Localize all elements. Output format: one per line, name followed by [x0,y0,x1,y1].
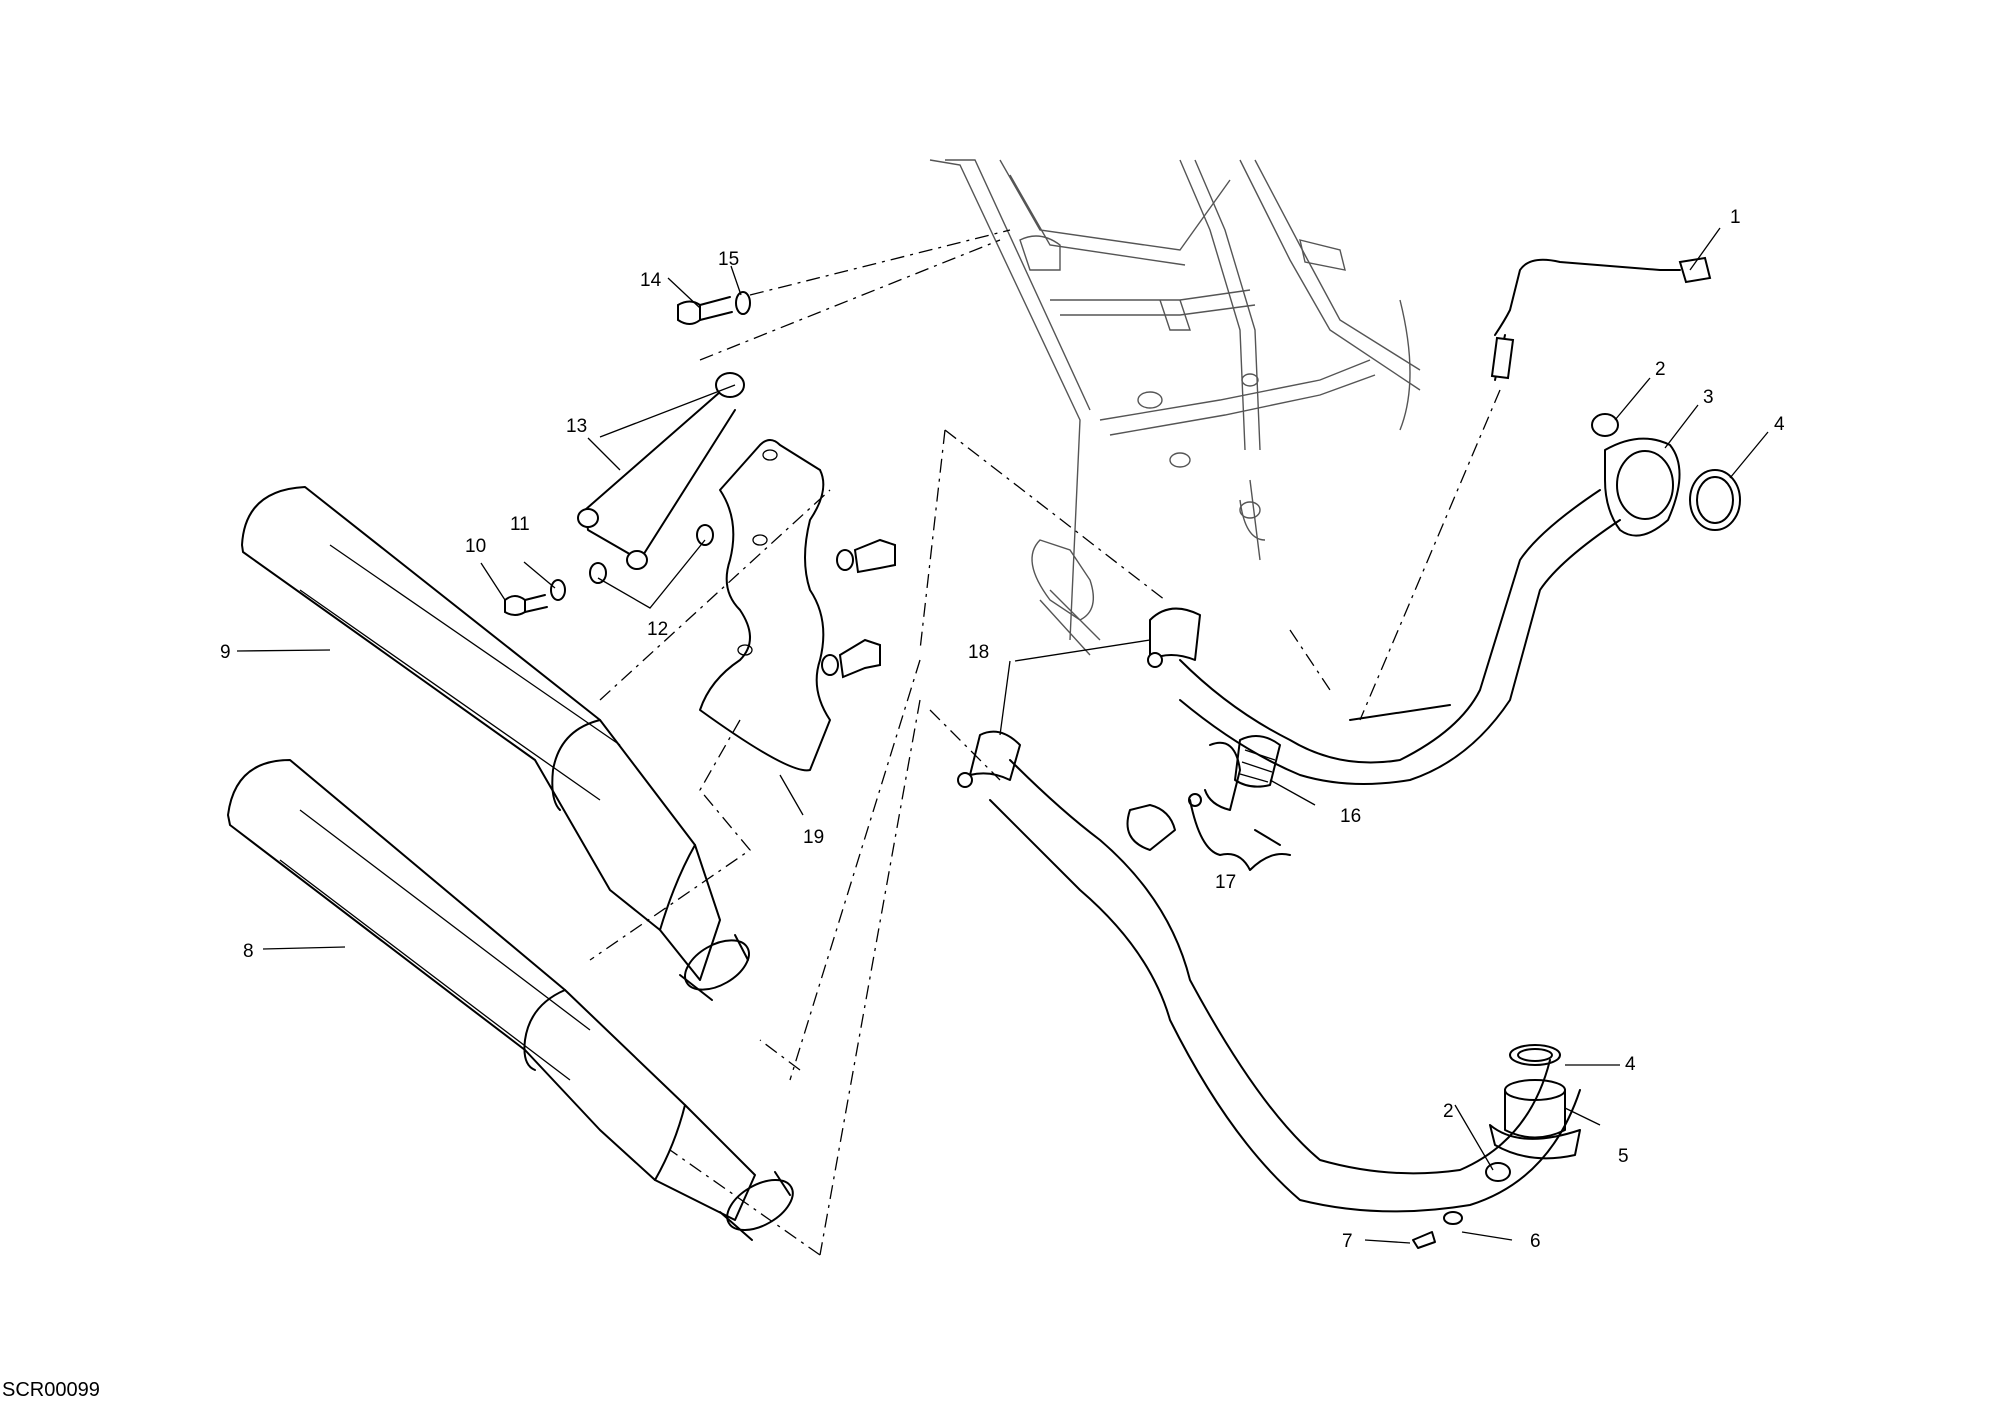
callout-17: 17 [1215,872,1236,893]
part-18-clamp-upper [1147,607,1201,668]
callout-14: 14 [640,270,662,291]
callout-7: 7 [1342,1231,1353,1252]
motorcycle-frame [929,159,1421,656]
part-19-heat-shield [699,439,831,772]
part-7-screw [1412,1231,1436,1249]
callout-18: 18 [968,642,989,663]
part-14-screw [677,296,733,325]
part-4-gasket-lower [1509,1044,1561,1066]
part-17-clamp-kit [1188,741,1291,871]
callout-3: 3 [1703,387,1714,408]
part-9-silencer-upper [241,486,750,1001]
part-2-nut-upper [1591,413,1619,437]
part-12-spacers [589,524,714,584]
drawing-code: SCR00099 [2,1379,100,1401]
callout-4-lower: 4 [1625,1054,1636,1075]
part-6-washer [1443,1211,1463,1225]
part-4-gasket-upper [1689,469,1741,531]
part-18-clamp-lower [957,730,1021,788]
callout-labels: 1 2 3 4 14 15 13 10 11 12 9 8 18 16 17 1… [220,207,1785,1252]
heat-shield-bolts [821,538,896,679]
part-11-washer [550,579,566,601]
callout-8: 8 [243,941,254,962]
front-header-pipe [989,759,1581,1213]
callout-15: 15 [718,249,739,270]
callout-6: 6 [1530,1231,1541,1252]
callout-4-upper: 4 [1774,414,1785,435]
part-3-upper-flange [1604,437,1681,537]
leader-lines [236,227,1769,1244]
part-10-bolt [504,594,548,616]
part-8-silencer-lower [227,759,794,1241]
part-15-washer [735,291,751,315]
callout-9: 9 [220,642,231,663]
callout-1: 1 [1730,207,1741,228]
callout-11: 11 [510,514,530,535]
callout-10: 10 [465,536,486,557]
part-1-lambda-sensor [1490,256,1712,381]
callout-2-upper: 2 [1655,359,1666,380]
callout-5: 5 [1618,1146,1629,1167]
assembly-centerlines [589,229,1501,1256]
callout-16: 16 [1340,806,1361,827]
part-13-bracket [577,372,745,570]
part-5-lower-flange [1489,1079,1581,1160]
callout-19: 19 [803,827,824,848]
rear-header-pipe [1179,489,1621,785]
part-16-spring-clamp [1234,735,1281,788]
callout-2-lower: 2 [1443,1101,1454,1122]
callout-13: 13 [566,416,587,437]
part-2-nut-lower [1485,1162,1511,1182]
callout-12: 12 [647,619,668,640]
